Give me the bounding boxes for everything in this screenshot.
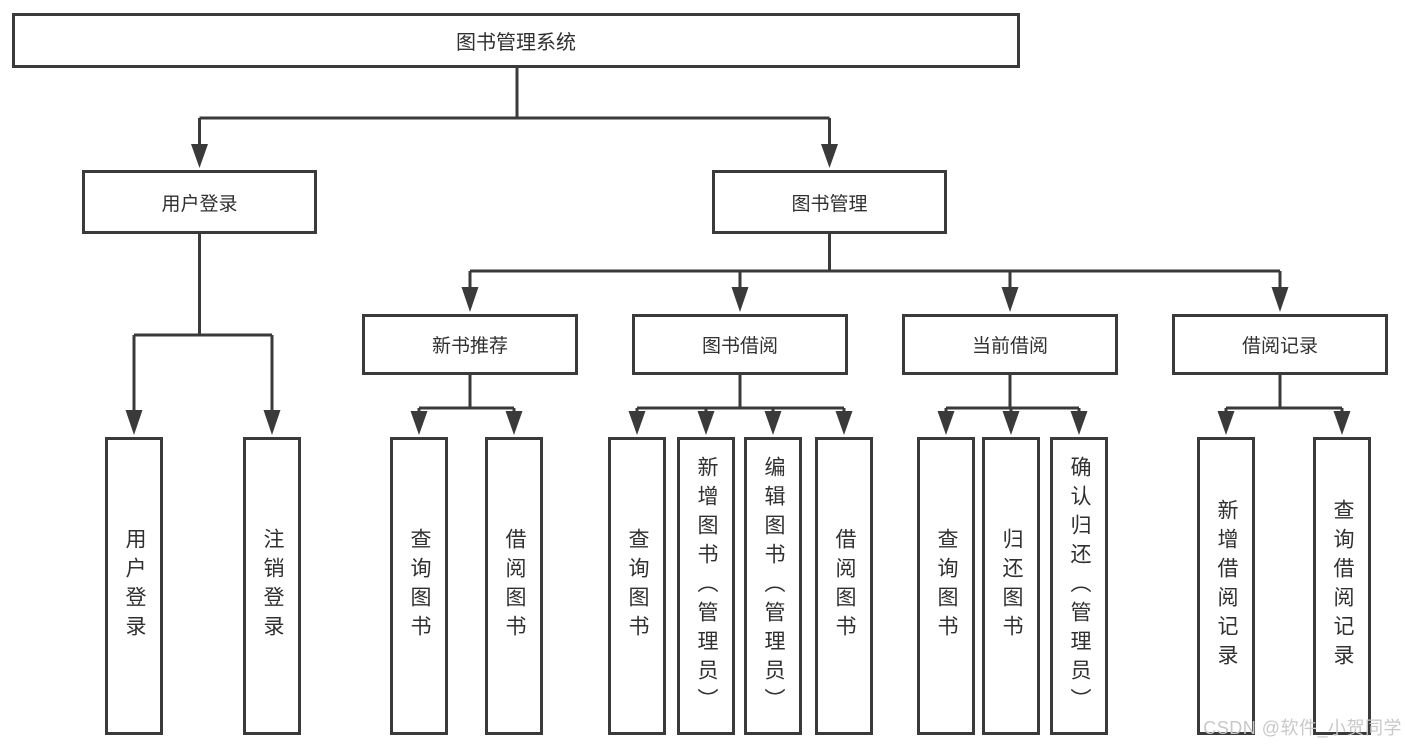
node-edit-book-admin: 编辑图书（管理员）	[744, 437, 802, 735]
csdn-watermark: CSDN @软件_小贺同学	[1203, 718, 1402, 738]
node-book-borrowing: 图书借阅	[632, 314, 848, 375]
node-borrow-books-recommend: 借阅图书	[485, 437, 543, 735]
node-borrow-books-borrowing: 借阅图书	[815, 437, 873, 735]
node-query-books-borrowing: 查询图书	[608, 437, 666, 735]
node-current-borrowing: 当前借阅	[902, 314, 1118, 375]
node-logout: 注销登录	[243, 437, 301, 735]
node-query-books-current: 查询图书	[917, 437, 975, 735]
connector-book-management-to-level3	[461, 234, 1289, 312]
connector-current-borrowing-to-children	[937, 375, 1088, 435]
node-new-book-recommend: 新书推荐	[362, 314, 578, 375]
connector-user-login-to-children	[125, 234, 281, 435]
node-confirm-return-admin: 确认归还（管理员）	[1050, 437, 1108, 735]
connector-borrowing-records-to-children	[1217, 375, 1351, 435]
node-borrowing-records: 借阅记录	[1172, 314, 1388, 375]
node-add-borrow-record: 新增借阅记录	[1197, 437, 1255, 735]
node-add-book-admin: 新增图书（管理员）	[677, 437, 735, 735]
node-user-login-group: 用户登录	[82, 170, 317, 234]
node-book-management: 图书管理	[712, 170, 947, 234]
node-query-borrow-record: 查询借阅记录	[1313, 437, 1371, 735]
node-user-login: 用户登录	[105, 437, 163, 735]
node-query-books-recommend: 查询图书	[390, 437, 448, 735]
node-return-book: 归还图书	[982, 437, 1040, 735]
connector-book-borrowing-to-children	[628, 375, 853, 435]
connector-root-to-level2	[191, 68, 838, 168]
connector-new-book-recommend-to-children	[410, 375, 523, 435]
node-root-library-management-system: 图书管理系统	[12, 13, 1020, 68]
